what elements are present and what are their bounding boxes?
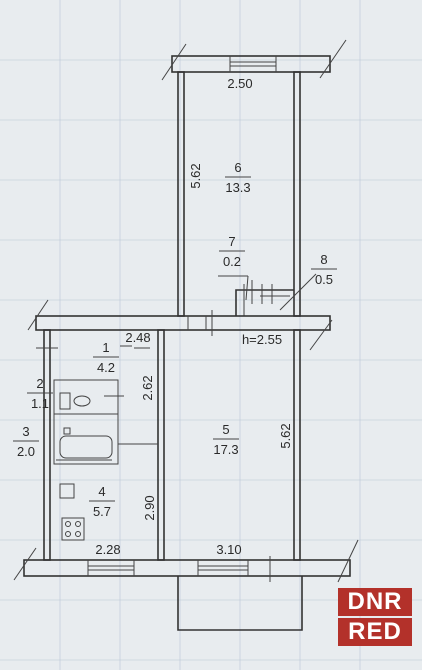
room-2-area: 1.1 <box>31 396 49 411</box>
room-8-number: 8 <box>320 252 327 267</box>
dim-room5-length: 5.62 <box>278 423 293 448</box>
watermark-line-2: RED <box>338 618 412 646</box>
room-8-area: 0.5 <box>315 272 333 287</box>
dim-room1-length: 2.62 <box>140 375 155 400</box>
dim-room6-length: 5.62 <box>188 163 203 188</box>
plan-annotations: 1 4.2 2 1.13 2.0 4 5.7 5 17.3 6 13.3 7 0.2 8 0.5 2.50 5.… <box>13 76 337 557</box>
dim-room6-width: 2.50 <box>227 76 252 91</box>
room-6-area: 13.3 <box>225 180 250 195</box>
room-2-number: 2 <box>36 376 43 391</box>
main-walls <box>13 299 359 631</box>
room-5-area: 17.3 <box>213 442 238 457</box>
closet-7-8 <box>218 273 317 316</box>
room-4-area: 5.7 <box>93 504 111 519</box>
room-7-area: 0.2 <box>223 254 241 269</box>
dim-ceiling-height: h=2.55 <box>242 332 282 347</box>
room-5-number: 5 <box>222 422 229 437</box>
room-1-number: 1 <box>102 340 109 355</box>
dim-room4-width: 2.28 <box>95 542 120 557</box>
room-1-area: 4.2 <box>97 360 115 375</box>
dim-room4-length: 2.90 <box>142 495 157 520</box>
watermark-logo: DNR RED <box>338 588 412 648</box>
dim-corridor-width: 2.48 <box>125 330 150 345</box>
room-6-number: 6 <box>234 160 241 175</box>
watermark-line-1: DNR <box>338 588 412 616</box>
room-3-area: 2.0 <box>17 444 35 459</box>
room-3-number: 3 <box>22 424 29 439</box>
room-7-number: 7 <box>228 234 235 249</box>
room-4-number: 4 <box>98 484 105 499</box>
dim-room5-width: 3.10 <box>216 542 241 557</box>
